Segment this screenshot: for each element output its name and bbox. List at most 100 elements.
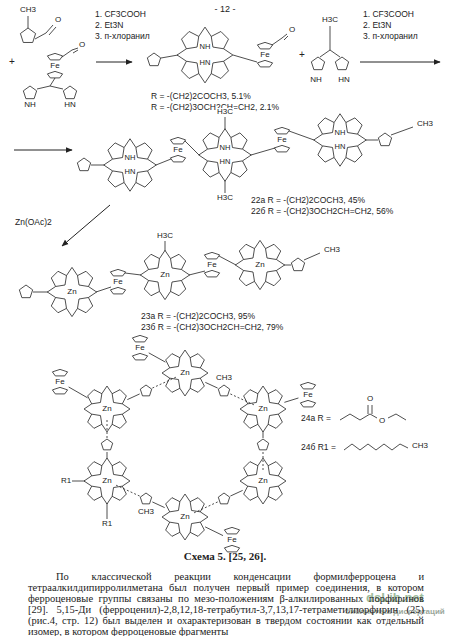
pyrrole-ring — [112, 414, 126, 428]
bond — [200, 368, 208, 373]
bond — [124, 182, 130, 191]
cyclopentadienyl-ring — [300, 400, 315, 407]
atom-label: O — [288, 26, 296, 34]
atom-label: Zn — [159, 271, 170, 279]
atom-label: CH3 — [416, 120, 434, 128]
atom-label: NH — [124, 154, 137, 162]
cyclopentadienyl-ring — [47, 53, 62, 60]
heterocycle-ring — [257, 439, 268, 450]
atom-label: R1 — [101, 520, 113, 528]
bond — [181, 269, 189, 275]
bond — [102, 424, 107, 432]
cyclopentadienyl-ring — [170, 137, 185, 144]
bond — [225, 117, 226, 129]
atom-label: Zn — [257, 477, 268, 485]
atom-label: O — [366, 395, 374, 403]
heterocycle-ring — [147, 53, 160, 66]
atom-label: CH3 — [411, 442, 429, 450]
compound-label: 23б R = -(CH2)3OCH2CH=CH2, 79% — [140, 323, 284, 332]
bond — [149, 353, 166, 362]
bond — [96, 287, 111, 292]
heterocycle-ring — [19, 285, 32, 298]
pyrrole-ring — [190, 498, 204, 512]
bond — [165, 291, 171, 299]
bond — [278, 404, 286, 409]
bond — [205, 382, 217, 388]
bond — [102, 458, 107, 466]
bond — [159, 250, 165, 258]
heterocycle-ring — [311, 57, 324, 70]
bond — [130, 182, 136, 191]
bond — [224, 55, 233, 61]
pyrrole-ring — [266, 271, 281, 286]
atom-label: NH — [199, 43, 212, 51]
atom-label: HN — [199, 59, 212, 67]
pyrrole-ring — [231, 133, 247, 149]
cyclopentadienyl-ring — [274, 127, 289, 134]
atom-label: Fe — [276, 136, 287, 144]
bond — [199, 74, 205, 83]
bond — [130, 139, 136, 148]
bond — [122, 409, 130, 414]
cyclopentadienyl-ring — [52, 369, 67, 376]
bond — [73, 50, 78, 53]
bond — [225, 181, 226, 193]
pyrrole-ring — [78, 271, 93, 286]
atom-label: O — [54, 16, 62, 24]
bond — [165, 250, 171, 258]
bond — [391, 127, 413, 135]
reaction-arrow — [14, 150, 72, 151]
pyrrole-ring — [112, 462, 126, 476]
alkyl-chain — [388, 414, 406, 420]
bond — [177, 49, 186, 55]
heterocycle-ring — [218, 493, 229, 504]
cyclopentadienyl-ring — [257, 42, 272, 49]
pyrrole-ring — [318, 146, 334, 162]
atom-label: H3C — [156, 232, 174, 240]
bond — [180, 532, 185, 540]
cyclopentadienyl-ring — [257, 60, 272, 67]
pyrrole-ring — [190, 522, 204, 536]
bond — [320, 50, 330, 57]
bond — [102, 386, 107, 394]
bond — [28, 16, 29, 28]
bond — [260, 240, 266, 248]
bond — [340, 157, 346, 166]
heterocycle-ring — [20, 28, 35, 42]
heterocycle-ring — [77, 158, 90, 171]
pyrrole-ring — [108, 143, 124, 159]
bond — [340, 114, 346, 123]
pyrrole-ring — [244, 390, 258, 404]
pyrrole-ring — [166, 498, 180, 512]
pyrrole-ring — [144, 281, 159, 296]
atom-label: R1 — [60, 477, 72, 485]
pyrrole-ring — [171, 281, 186, 296]
bond — [162, 368, 170, 373]
bond — [224, 49, 233, 55]
bond — [258, 496, 263, 504]
bond — [219, 256, 236, 265]
pyrrole-ring — [190, 378, 204, 392]
atom-label: NH — [23, 101, 37, 109]
atom-label: CH3 — [19, 6, 37, 14]
bond — [161, 55, 178, 58]
compound-label: 22а R = -(CH2)2COCH3, 45% — [250, 196, 366, 205]
bond — [72, 267, 78, 275]
pyrrole-ring — [88, 390, 102, 404]
page-number: - 12 - — [213, 5, 236, 14]
bond — [127, 394, 139, 400]
pyrrole-ring — [211, 32, 228, 49]
pyrrole-ring — [166, 354, 180, 368]
atom-label: Fe — [226, 536, 237, 544]
bond — [278, 476, 286, 481]
bond — [35, 33, 46, 39]
bond — [107, 386, 112, 394]
bond — [159, 291, 165, 299]
cyclopentadienyl-ring — [132, 353, 147, 360]
bond — [104, 159, 113, 165]
atom-label: HN — [124, 168, 137, 176]
bond — [165, 241, 166, 251]
atom-label: O — [78, 41, 86, 49]
bond — [260, 281, 266, 289]
bond — [205, 527, 223, 536]
